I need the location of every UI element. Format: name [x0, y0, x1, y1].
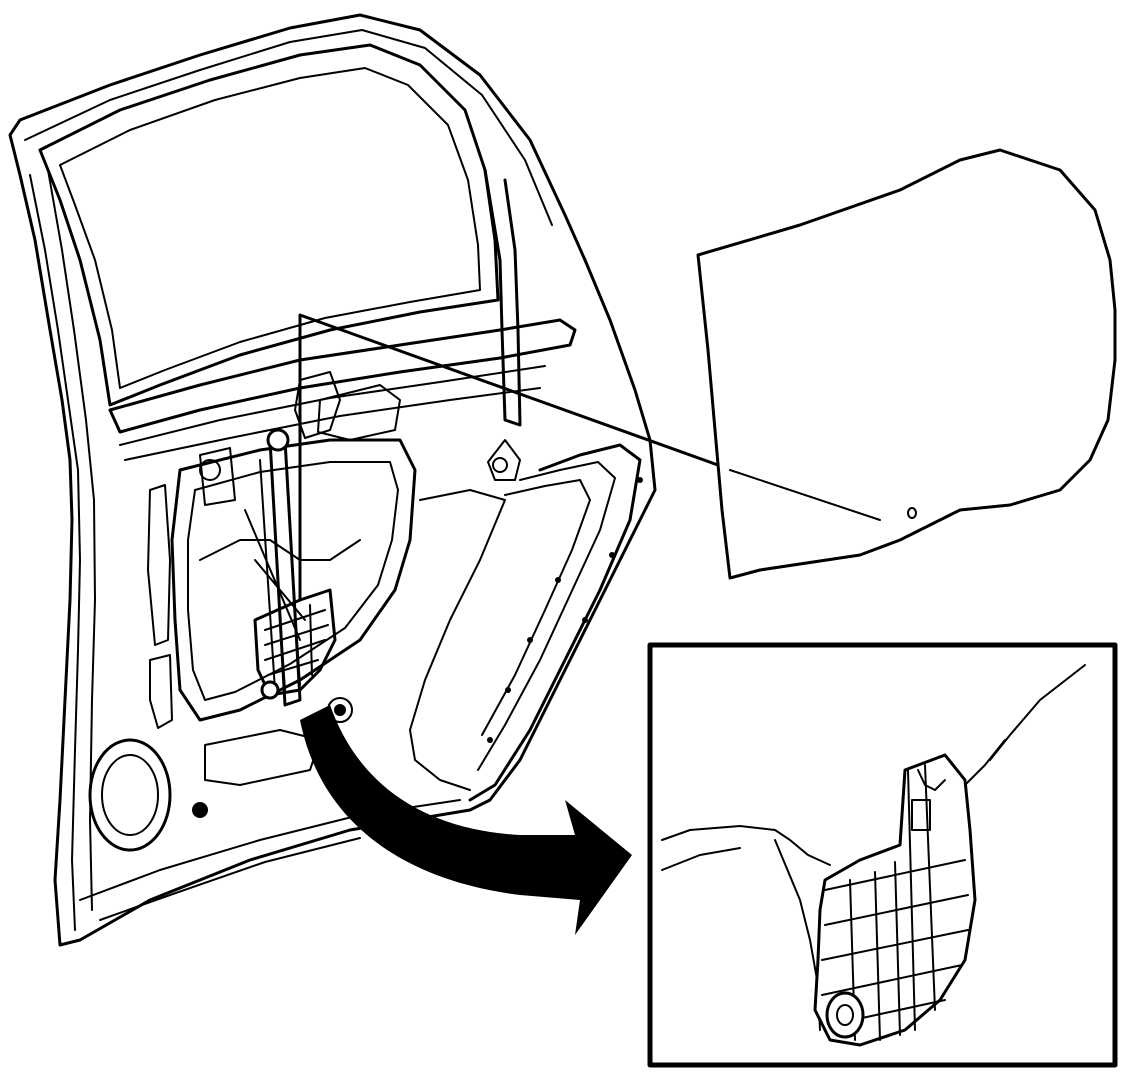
door-window-glass — [696, 148, 1117, 580]
glass-to-regulator-clip — [813, 753, 977, 1047]
door-window-inner-edge — [59, 67, 481, 389]
belt-reinforcement — [108, 318, 577, 434]
window-regulator — [244, 428, 337, 707]
speaker-opening — [88, 738, 172, 852]
rear-glass-channel — [483, 168, 522, 427]
rear-door — [8, 13, 657, 947]
detail-inset-frame — [647, 642, 1118, 1068]
door-outer-frame — [8, 13, 657, 947]
regulator-lift-plate — [253, 588, 337, 697]
glass-panel-icon — [696, 148, 1117, 580]
clip-icon — [813, 753, 977, 1047]
door-window-frame — [38, 43, 500, 407]
detail-callout-arrow — [300, 705, 632, 935]
detail-inset — [647, 642, 1118, 1068]
